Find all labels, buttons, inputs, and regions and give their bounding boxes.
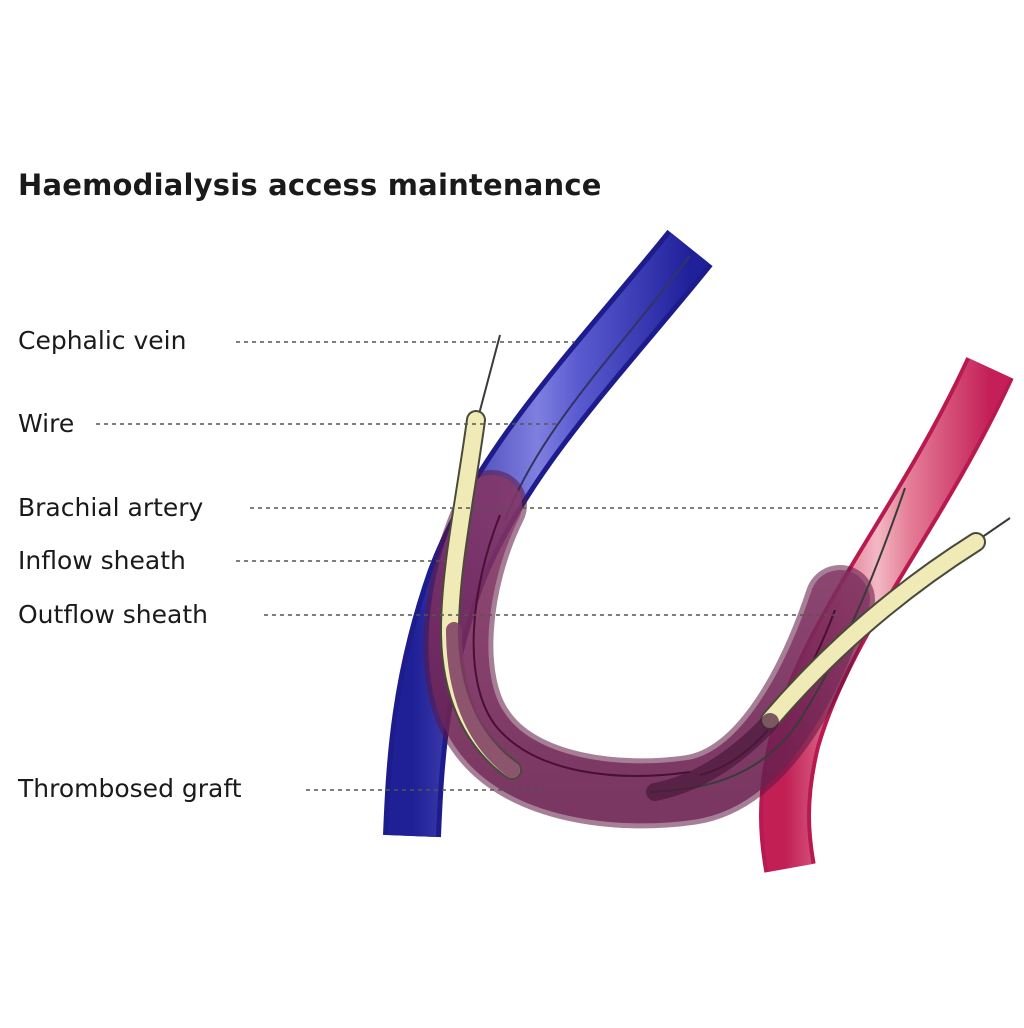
label-inflow-sheath: Inflow sheath — [18, 546, 186, 575]
inflow-wire-tip — [477, 334, 501, 419]
outflow-sheath — [646, 487, 1011, 801]
label-cephalic-vein: Cephalic vein — [18, 326, 187, 355]
label-brachial-artery: Brachial artery — [18, 493, 204, 522]
thrombosed-graft — [423, 470, 875, 829]
diagram-title: Haemodialysis access maintenance — [18, 168, 602, 202]
leader-lines — [96, 341, 878, 791]
label-thrombosed-graft: Thrombosed graft — [18, 774, 242, 803]
inflow-sheath — [439, 334, 522, 780]
label-outflow-sheath: Outflow sheath — [18, 600, 208, 629]
outflow-wire — [649, 487, 906, 793]
label-wire: Wire — [18, 409, 75, 438]
